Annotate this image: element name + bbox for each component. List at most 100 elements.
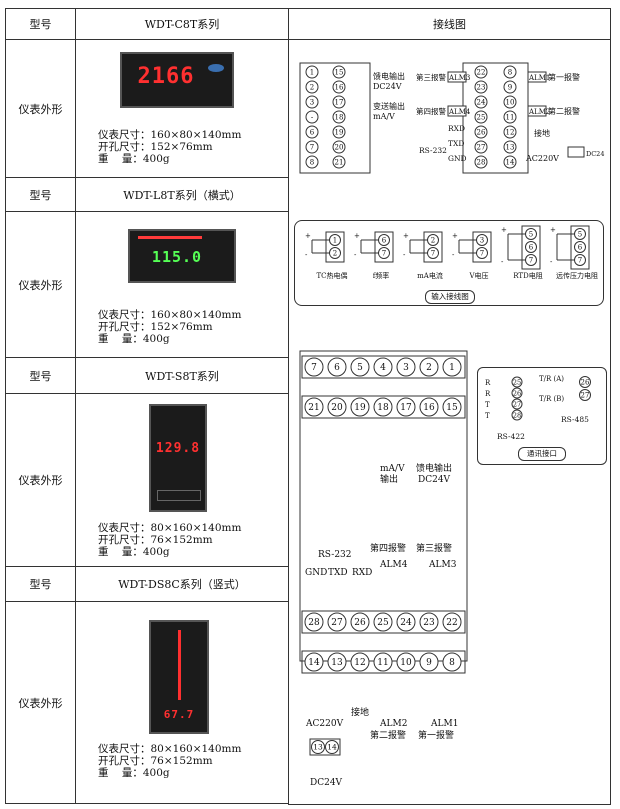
output-label: 输出	[380, 473, 398, 485]
minus-sign: -	[305, 251, 308, 259]
terminal-9	[419, 652, 439, 672]
model-name-c8t: WDT-C8T系列	[75, 8, 289, 40]
rs232-label: RS-232	[419, 146, 447, 155]
dc24v-bottom-label: DC24V	[310, 778, 343, 788]
terminal-label: 16	[423, 403, 435, 413]
terminal-23	[419, 612, 439, 632]
terminal-1	[329, 234, 341, 246]
terminal-6	[574, 241, 586, 253]
rs485-label: RS-485	[561, 415, 589, 424]
terminal-label: 7	[310, 143, 314, 151]
terminal-26	[579, 376, 591, 388]
terminal-label: 9	[426, 658, 432, 668]
model-label-4: 型号	[5, 566, 76, 602]
terminal-label: 15	[335, 68, 344, 76]
tr-a-label: T/R (A)	[539, 375, 564, 383]
ac220v-label: AC220V	[305, 719, 344, 729]
terminal-26	[474, 125, 488, 139]
terminal-1	[305, 65, 319, 79]
minus-sign: -	[354, 251, 357, 259]
appearance-label-2: 仪表外形	[5, 211, 76, 358]
fourth-alarm-label: 第四报警	[370, 542, 406, 554]
terminal-label: 27	[477, 143, 486, 151]
terminal-2	[427, 234, 439, 246]
terminal-6	[378, 234, 390, 246]
row1-frame	[301, 355, 466, 379]
terminal-label: 26	[477, 128, 486, 136]
appearance-label-3: 仪表外形	[5, 393, 76, 567]
terminal-label: 10	[506, 98, 515, 106]
alm3-label: ALM3	[448, 74, 470, 82]
terminal-17	[396, 397, 416, 417]
terminal-25	[511, 376, 523, 388]
terminal-label: 1	[310, 68, 314, 76]
terminal-22	[442, 612, 462, 632]
terminal-14	[503, 155, 517, 169]
terminal-label: 23	[423, 618, 435, 628]
terminal-8	[305, 155, 319, 169]
terminal-27	[511, 398, 523, 410]
rxd-label: RXD	[352, 568, 372, 578]
plus-sign: +	[305, 232, 311, 240]
terminal-label: 7	[382, 249, 386, 257]
bargraph	[138, 236, 202, 239]
terminal-16	[419, 397, 439, 417]
terminal-15	[332, 65, 346, 79]
terminal-label: 22	[477, 68, 486, 76]
terminal-25	[474, 110, 488, 124]
terminal-label: 24	[400, 618, 412, 628]
terminal-17	[332, 95, 346, 109]
row2-frame	[301, 395, 466, 419]
terminal-4	[373, 357, 393, 377]
terminal-label: 2	[431, 236, 435, 244]
terminal-label: 13	[506, 143, 515, 151]
terminal-1	[442, 357, 462, 377]
second-alarm-label: 第二报警	[548, 106, 580, 116]
third-alarm-label: 第三报警	[416, 542, 452, 554]
terminal-21	[332, 155, 346, 169]
second-alarm-label: 第二报警	[370, 729, 406, 741]
terminal-label: 5	[357, 363, 363, 373]
terminal-label: 11	[377, 658, 388, 668]
terminal-label: 12	[354, 658, 365, 668]
third-alarm-label: 第三报警	[416, 72, 446, 82]
terminal-24	[474, 95, 488, 109]
terminal-label: 6	[310, 128, 315, 136]
dc24v-label: DC24V	[418, 475, 451, 485]
dc24v-label: DC24V	[373, 82, 402, 91]
instrument-ds8c-image: 67.7	[149, 620, 209, 734]
terminal-label: 27	[331, 618, 343, 628]
terminal-7	[525, 254, 537, 266]
terminal-label: 1	[333, 236, 337, 244]
terminal-label: 10	[400, 658, 412, 668]
terminal-6	[525, 241, 537, 253]
terminal-label: 7	[578, 256, 582, 264]
terminal-18	[332, 110, 346, 124]
terminal-5	[350, 357, 370, 377]
terminal-label: 25	[477, 113, 486, 121]
input-wiring-diagram	[294, 220, 604, 306]
terminal-label: 5	[578, 230, 582, 238]
terminal-8	[503, 65, 517, 79]
instrument-c8t-image: 2166	[120, 52, 234, 108]
minus-sign: -	[501, 258, 504, 266]
input-type-label: V电压	[468, 271, 488, 280]
rs422-label: RS-422	[497, 432, 525, 441]
terminal-label: 2	[426, 363, 432, 373]
txd-label: TXD	[448, 139, 464, 148]
terminal-label: 3	[403, 363, 409, 373]
input-wiring-svg: 12+-TC热电偶67+-f频率27+-mA电流37+-V电压567+-RTD电…	[305, 225, 598, 280]
rs422-signal-letter: T	[485, 412, 490, 420]
terminal-13	[327, 652, 347, 672]
terminal-12	[503, 125, 517, 139]
ground-label: 接地	[351, 706, 369, 718]
input-terminal-block	[325, 231, 345, 263]
terminal-23	[474, 80, 488, 94]
input-terminal-block	[521, 225, 541, 270]
appearance-label-1: 仪表外形	[5, 39, 76, 178]
terminal-label: 20	[335, 143, 344, 151]
dc24v-terminal-frame	[309, 738, 341, 756]
